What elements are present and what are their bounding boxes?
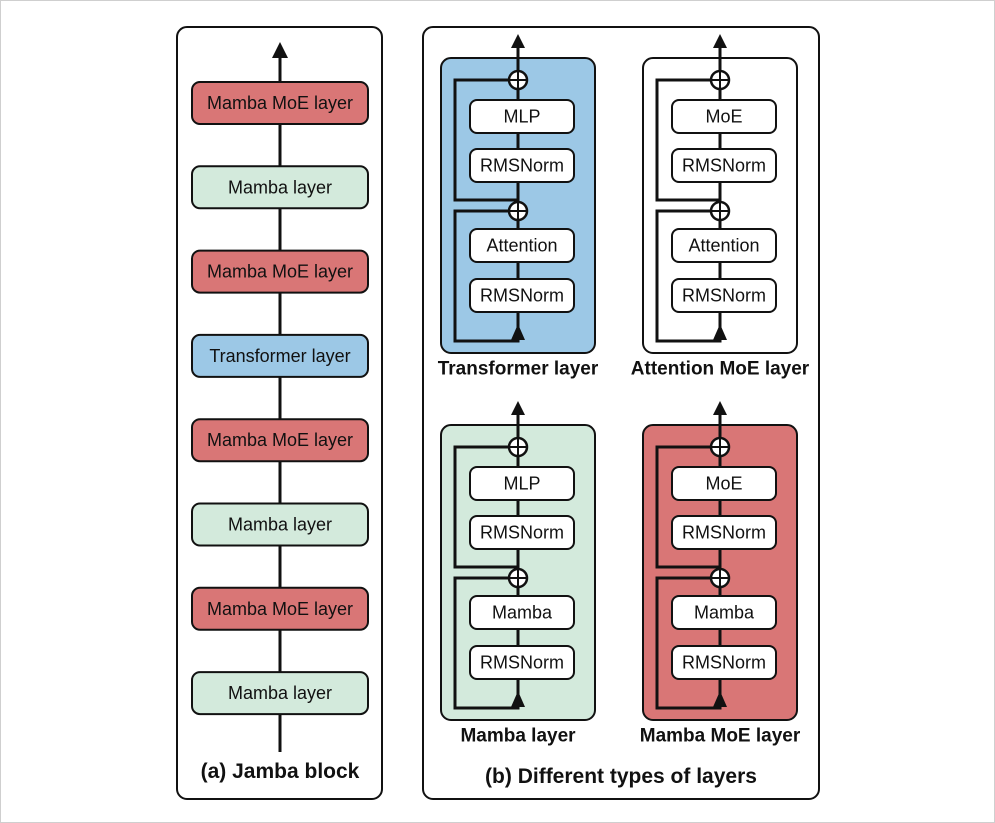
jamba-layer-label: Mamba layer xyxy=(228,683,332,703)
residual-connection-lower xyxy=(453,576,520,710)
jamba-layer-box xyxy=(191,165,369,210)
jamba-block-caption: (a) Jamba block xyxy=(201,760,360,783)
mixer-block-label: Attention xyxy=(486,236,557,256)
jamba-layer: Mamba MoE layer xyxy=(191,81,369,125)
top-block-label: MLP xyxy=(503,474,540,494)
input-arrowhead xyxy=(713,691,727,707)
input-arrowhead xyxy=(511,324,525,340)
rmsnorm-block-label: RMSNorm xyxy=(480,156,564,176)
mixer-block-box xyxy=(469,595,575,630)
layer-type-name: Attention MoE layer xyxy=(631,359,810,380)
input-arrowhead xyxy=(511,691,525,707)
jamba-layer-box xyxy=(191,502,369,547)
rmsnorm-block-label: RMSNorm xyxy=(480,523,564,543)
jamba-layer: Mamba MoE layer xyxy=(191,418,369,463)
top-block-box xyxy=(469,99,575,134)
residual-connection-upper xyxy=(453,78,518,202)
jamba-block-output-arrowhead xyxy=(272,42,288,58)
rmsnorm-block-box xyxy=(671,645,777,680)
layer-type-name: Transformer layer xyxy=(438,359,599,380)
residual-connection-lower xyxy=(655,209,722,343)
jamba-layer-box xyxy=(191,586,369,631)
rmsnorm-block-box xyxy=(469,148,575,183)
jamba-layer: Mamba layer xyxy=(191,671,369,716)
mixer-block-box xyxy=(671,595,777,630)
jamba-layer: Mamba layer xyxy=(191,165,369,210)
top-block-box xyxy=(469,466,575,501)
rmsnorm-block-label: RMSNorm xyxy=(480,653,564,673)
top-block-label: MoE xyxy=(705,474,742,494)
rmsnorm-block-label: RMSNorm xyxy=(682,653,766,673)
rmsnorm-block-label: RMSNorm xyxy=(682,156,766,176)
jamba-layer: Mamba MoE layer xyxy=(191,249,369,294)
jamba-layer-box xyxy=(191,249,369,294)
residual-connection-lower xyxy=(453,209,520,343)
mixer-block-label: Attention xyxy=(688,236,759,256)
rmsnorm-block-box xyxy=(469,645,575,680)
jamba-layer-label: Mamba layer xyxy=(228,515,332,535)
top-block-label: MLP xyxy=(503,107,540,127)
rmsnorm-block-label: RMSNorm xyxy=(682,523,766,543)
layer-types-caption: (b) Different types of layers xyxy=(485,765,757,788)
output-arrowhead xyxy=(713,401,727,415)
jamba-layer-box xyxy=(191,81,369,125)
jamba-layer-label: Mamba MoE layer xyxy=(207,262,353,282)
mixer-block-box xyxy=(671,228,777,263)
residual-connection-upper xyxy=(655,78,720,202)
jamba-layer: Mamba layer xyxy=(191,502,369,547)
rmsnorm-block-label: RMSNorm xyxy=(480,286,564,306)
jamba-layer: Mamba MoE layer xyxy=(191,586,369,631)
layer-type-name: Mamba MoE layer xyxy=(640,726,801,747)
jamba-layer-label: Mamba MoE layer xyxy=(207,93,353,113)
output-arrowhead xyxy=(713,34,727,48)
residual-connection-upper xyxy=(453,445,518,569)
jamba-layer-box xyxy=(191,418,369,463)
input-arrowhead xyxy=(713,324,727,340)
jamba-layer-box xyxy=(191,671,369,716)
mixer-block-label: Mamba xyxy=(694,603,755,623)
residual-connection-upper xyxy=(655,445,720,569)
jamba-layer-label: Mamba layer xyxy=(228,177,332,197)
output-arrowhead xyxy=(511,401,525,415)
rmsnorm-block-box xyxy=(671,515,777,550)
residual-connection-lower xyxy=(655,576,722,710)
rmsnorm-block-box xyxy=(469,515,575,550)
jamba-layer: Transformer layer xyxy=(191,333,369,378)
top-block-label: MoE xyxy=(705,107,742,127)
jamba-layer-box xyxy=(191,333,369,378)
jamba-layer-label: Mamba MoE layer xyxy=(207,599,353,619)
jamba-layer-label: Mamba MoE layer xyxy=(207,430,353,450)
mixer-block-box xyxy=(469,228,575,263)
top-block-box xyxy=(671,466,777,501)
mixer-block-label: Mamba xyxy=(492,603,553,623)
layer-type-name: Mamba layer xyxy=(460,726,576,747)
rmsnorm-block-box xyxy=(469,278,575,313)
jamba-layer-label: Transformer layer xyxy=(209,346,350,366)
rmsnorm-block-box xyxy=(671,148,777,183)
rmsnorm-block-box xyxy=(671,278,777,313)
rmsnorm-block-label: RMSNorm xyxy=(682,286,766,306)
output-arrowhead xyxy=(511,34,525,48)
top-block-box xyxy=(671,99,777,134)
